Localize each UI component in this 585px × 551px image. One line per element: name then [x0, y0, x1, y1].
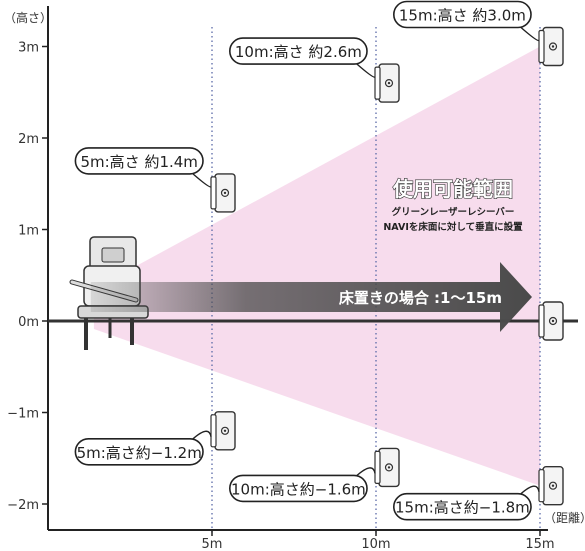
receiver-icon	[374, 447, 400, 488]
x-tick-label: 15m	[525, 537, 554, 551]
floor-range-label: 床置きの場合 :1〜15m	[339, 289, 502, 307]
callout-text: 10m:高さ 約2.6m	[235, 43, 362, 61]
callout-label: 10m:高さ約−1.6m	[229, 467, 376, 503]
chart-subtitle-line-1: グリーンレーザーレシーバー	[392, 206, 515, 218]
receiver-icon	[210, 411, 236, 451]
callout-text: 15m:高さ 約3.0m	[399, 7, 526, 25]
x-axis-title: （距離）	[544, 511, 585, 525]
callout-text: 10m:高さ約−1.6m	[231, 480, 366, 498]
y-tick-label: −1m	[7, 407, 39, 422]
grid-lines	[211, 27, 541, 536]
callout-labels: 5m:高さ 約1.4m 10m:高さ 約2.6m 15m:高さ 約3.0m 5m:高さ…	[74, 0, 540, 521]
receiver-icon	[210, 173, 236, 213]
y-tick-label: −2m	[7, 498, 39, 513]
callout-text: 5m:高さ 約1.4m	[80, 153, 197, 171]
x-axis-ticks: 5m 10m 15m	[202, 530, 555, 551]
callout-label: 15m:高さ約−1.8m	[392, 485, 540, 521]
y-tick-label: 3m	[18, 41, 39, 56]
receiver-icon	[538, 466, 564, 506]
callout-text: 15m:高さ約−1.8m	[395, 499, 530, 517]
receiver-icon	[374, 63, 400, 103]
callout-label: 10m:高さ 約2.6m	[229, 37, 376, 78]
callout-label: 5m:高さ 約1.4m	[74, 147, 212, 188]
floor-range-arrow	[90, 262, 533, 332]
y-axis-ticks: 3m 2m 1m 0m −1m −2m	[7, 41, 48, 513]
callout-text: 5m:高さ約−1.2m	[77, 444, 202, 462]
chart-title: 使用可能範囲	[392, 177, 513, 201]
receiver-icon	[538, 301, 564, 341]
x-tick-label: 10m	[361, 537, 390, 551]
y-tick-label: 1m	[18, 224, 39, 239]
y-axis-title: （高さ）	[4, 10, 52, 25]
receiver-markers	[210, 26, 564, 506]
y-tick-label: 2m	[18, 132, 39, 147]
receiver-icon	[538, 26, 564, 67]
chart-subtitle-line-2: NAVIを床面に対して垂直に設置	[383, 221, 523, 233]
x-tick-label: 5m	[202, 537, 223, 551]
y-tick-label: 0m	[18, 315, 39, 330]
usable-range-area	[93, 46, 541, 486]
callout-label: 5m:高さ約−1.2m	[74, 430, 212, 466]
callout-label: 15m:高さ 約3.0m	[392, 0, 540, 42]
